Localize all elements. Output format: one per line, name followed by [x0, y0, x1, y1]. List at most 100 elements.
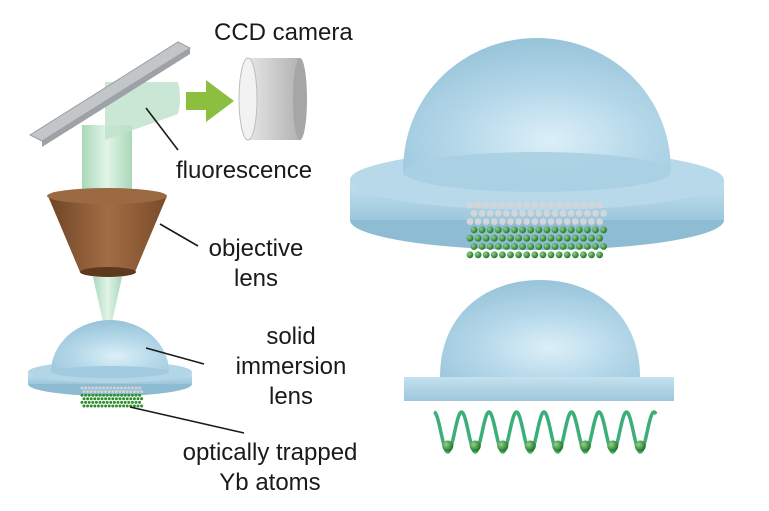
atom-image — [503, 209, 510, 217]
atom-image — [580, 201, 587, 209]
atom — [109, 393, 113, 397]
atom-image — [104, 390, 108, 394]
left-setup — [28, 41, 307, 434]
atom — [523, 234, 531, 242]
label-objective-lens: objective lens — [196, 234, 316, 294]
atom — [466, 251, 474, 259]
atom — [102, 400, 106, 404]
atom — [122, 404, 126, 408]
atom — [499, 251, 506, 259]
atom — [531, 251, 539, 259]
atom — [486, 243, 494, 250]
atom — [466, 234, 474, 242]
atom — [132, 397, 136, 401]
atom — [559, 243, 567, 250]
atom — [596, 234, 603, 242]
atom — [98, 400, 102, 404]
atom-image — [486, 209, 494, 217]
atom — [535, 226, 543, 234]
label-solid-immersion-lens: solid immersion lens — [216, 322, 366, 412]
atom — [600, 243, 607, 250]
atom-image — [523, 201, 531, 209]
lattice-sil-view — [404, 280, 674, 401]
atom — [109, 400, 113, 404]
atom — [89, 404, 93, 408]
label-atoms-line2: Yb atoms — [219, 469, 321, 496]
atom-image — [547, 218, 555, 226]
atom — [111, 397, 115, 401]
atom — [84, 393, 88, 397]
atom-image — [87, 386, 91, 390]
atom — [470, 243, 478, 250]
atom-image — [515, 201, 522, 209]
atom — [555, 251, 563, 259]
atom-image — [580, 218, 587, 226]
atom — [123, 393, 127, 397]
lattice-atoms — [442, 440, 646, 452]
sil-pointer — [145, 347, 205, 365]
atom — [474, 234, 482, 242]
atom — [499, 234, 506, 242]
atom-image — [140, 390, 144, 394]
atom — [120, 393, 124, 397]
atom — [82, 397, 86, 401]
fluorescence-pointer — [145, 107, 179, 151]
atom — [138, 400, 142, 404]
atom-image — [596, 218, 603, 226]
lattice-atom — [634, 440, 646, 452]
atom-image — [563, 201, 571, 209]
atom — [127, 393, 131, 397]
atom-image — [519, 209, 526, 217]
atom — [494, 243, 502, 250]
atom — [527, 226, 535, 234]
atom — [100, 397, 104, 401]
atom — [584, 243, 591, 250]
atom — [107, 404, 111, 408]
atom-image — [571, 218, 579, 226]
atom-image — [559, 209, 567, 217]
atom-image — [555, 218, 563, 226]
atom — [122, 397, 126, 401]
label-ccd-camera: CCD camera — [214, 19, 353, 46]
atom — [134, 393, 138, 397]
atom — [470, 226, 478, 234]
atom — [105, 393, 109, 397]
atom-image — [539, 201, 547, 209]
atom — [123, 400, 127, 404]
atom-image — [94, 386, 98, 390]
atom-image — [82, 390, 86, 394]
atom — [478, 226, 486, 234]
atom — [112, 400, 116, 404]
atom-image — [507, 201, 514, 209]
atom — [486, 226, 494, 234]
atom — [80, 400, 84, 404]
atom-image — [134, 386, 138, 390]
atom — [539, 234, 547, 242]
atom-image — [80, 386, 84, 390]
atom — [127, 400, 131, 404]
atom — [140, 404, 144, 408]
beam-cone — [93, 277, 122, 322]
atom-image — [596, 201, 603, 209]
lattice-atom — [524, 440, 536, 452]
atom — [134, 400, 138, 404]
atom — [125, 404, 129, 408]
atom — [93, 397, 97, 401]
atom — [523, 251, 531, 259]
lattice-atom — [469, 440, 481, 452]
atom — [575, 243, 583, 250]
atom — [539, 251, 547, 259]
atom-image — [575, 209, 583, 217]
label-sil-line1: solid — [266, 323, 316, 350]
atom-image — [120, 386, 124, 390]
atom — [600, 226, 607, 234]
atom-image — [482, 218, 490, 226]
atom — [515, 234, 522, 242]
atom — [567, 243, 575, 250]
atom — [89, 397, 93, 401]
atom — [112, 393, 116, 397]
atom — [129, 397, 133, 401]
atom-image — [584, 209, 591, 217]
atom — [116, 393, 120, 397]
atom-image — [112, 386, 116, 390]
